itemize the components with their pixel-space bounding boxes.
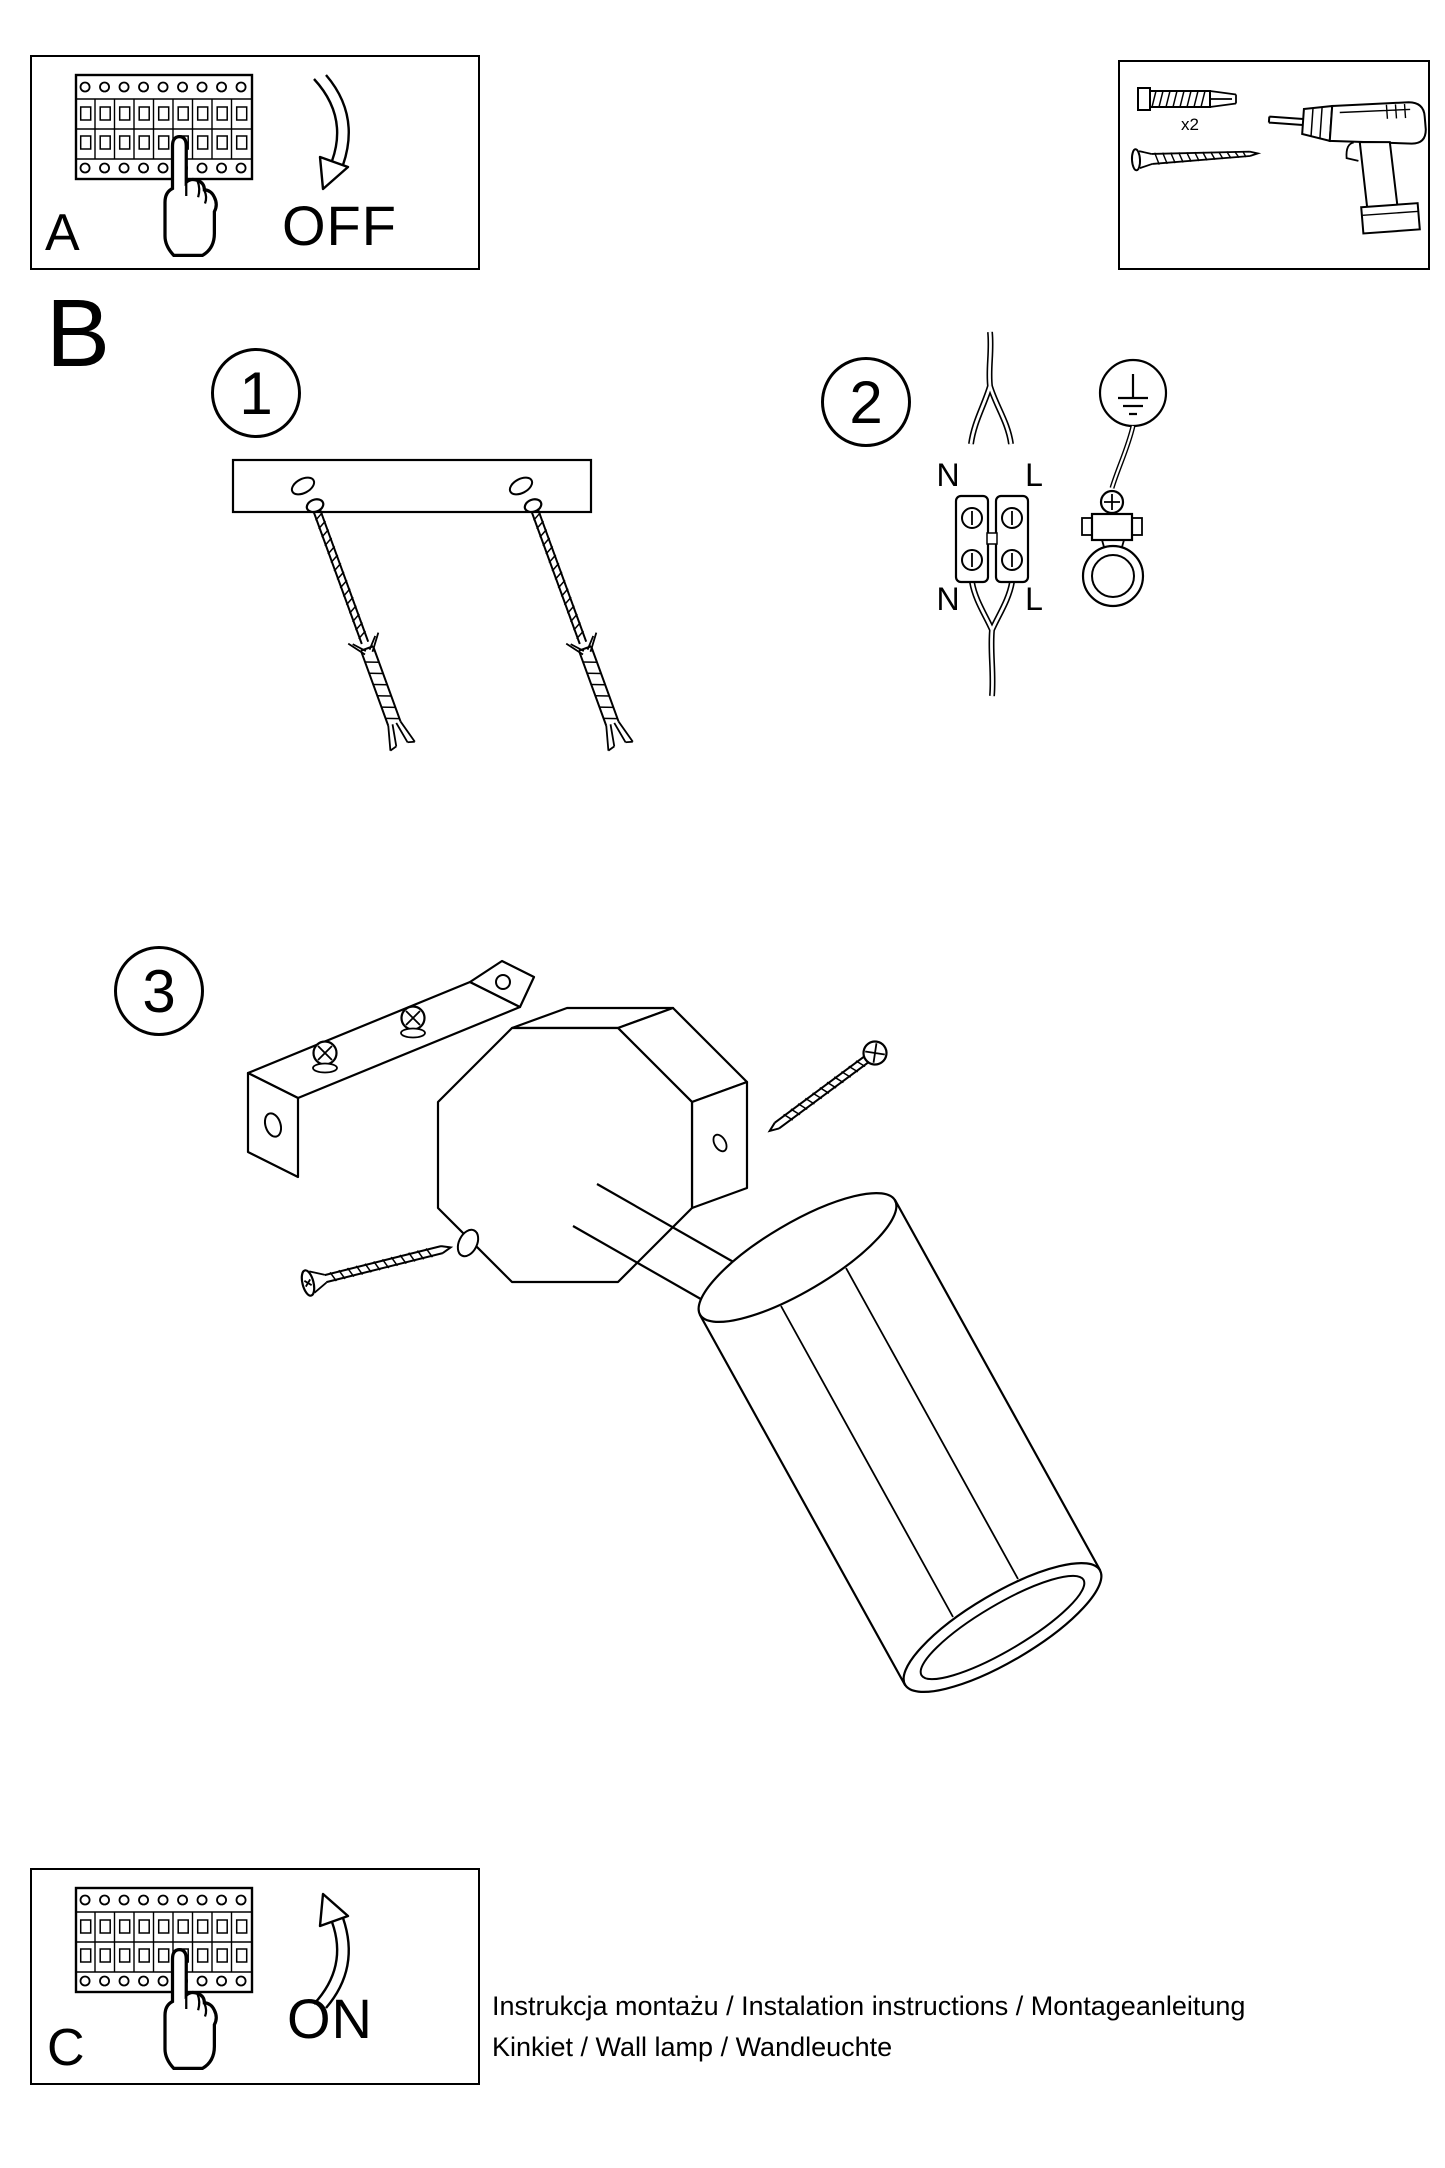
step-1-number: 1 — [239, 359, 273, 427]
step-c-label: C — [47, 2019, 85, 2077]
wire-label-l-bottom: L — [1025, 581, 1043, 617]
wall-bracket — [246, 959, 536, 1179]
dowel-quantity-label: x2 — [1181, 115, 1199, 134]
lamp-shade — [697, 1191, 1103, 1694]
breaker-panel-icon — [76, 75, 252, 179]
tools-illustration: x2 — [1130, 87, 1427, 235]
breaker-panel-off-illustration — [57, 65, 307, 257]
screw-with-anchor-left — [296, 493, 419, 753]
wall-plug-icon — [1137, 87, 1237, 111]
curved-arrow-down-icon — [313, 74, 351, 191]
terminal-block — [954, 494, 1030, 584]
breaker-panel-on-illustration — [57, 1878, 307, 2070]
step-a-frame: OFF A — [30, 55, 480, 270]
canopy-screw-right — [761, 1035, 893, 1142]
octagonal-canopy — [436, 1006, 749, 1284]
step-3-badge: 3 — [114, 946, 204, 1036]
supply-wires — [968, 331, 1015, 697]
canopy-screw-left — [298, 1233, 455, 1299]
breaker-panel-icon — [76, 1888, 252, 1992]
wire-label-n-bottom: N — [936, 581, 959, 617]
bracket-screw-right — [399, 1005, 427, 1039]
footer-line-2: Kinkiet / Wall lamp / Wandleuchte — [492, 2032, 893, 2062]
step-c-frame: ON C — [30, 1868, 480, 2085]
wire-label-n-top: N — [936, 457, 959, 493]
power-off-label: OFF — [282, 194, 397, 257]
curved-arrow-up-icon — [313, 1892, 351, 2009]
drill-icon — [1267, 101, 1427, 235]
step-2-badge: 2 — [821, 357, 911, 447]
bracket-screw-left — [311, 1040, 339, 1074]
footer-line-1: Instrukcja montażu / Instalation instruc… — [492, 1991, 1246, 2021]
lamp-assembly-illustration — [246, 959, 1103, 1694]
bracket-and-anchors-illustration — [231, 458, 637, 753]
ground-symbol-icon — [1098, 358, 1168, 428]
step-2-number: 2 — [849, 368, 883, 436]
screw-with-anchor-right — [514, 493, 637, 753]
footer: Instrukcja montażu / Instalation instruc… — [492, 1986, 1245, 2068]
wiring-diagram-illustration: N L N L — [936, 331, 1168, 697]
ground-clamp — [1081, 425, 1145, 608]
section-b-label: B — [46, 280, 111, 387]
power-on-label: ON — [287, 1987, 373, 2050]
step-a-label: A — [45, 204, 80, 262]
wire-label-l-top: L — [1025, 457, 1043, 493]
required-tools-frame: x2 — [1118, 60, 1430, 270]
step-3-number: 3 — [142, 957, 176, 1025]
step-1-badge: 1 — [211, 348, 301, 438]
screw-icon — [1130, 148, 1262, 172]
